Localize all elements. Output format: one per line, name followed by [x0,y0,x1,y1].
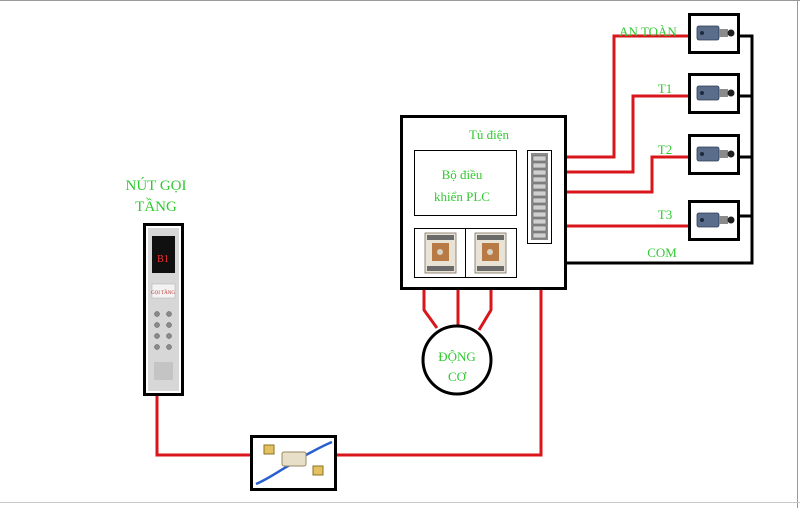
plc-label-line2: khiển PLC [434,189,490,204]
limit-switch-icon [688,200,740,241]
com-label: COM [647,245,677,260]
call-panel-label-line1: NÚT GỌI [126,177,187,194]
t2-label: T2 [658,142,672,157]
call-panel-display-text: B1 [157,254,169,265]
wire-t1 [566,94,690,174]
contactor-button [487,249,493,255]
sensor-screw [700,152,704,156]
terminal-slot [532,176,547,183]
sensor-screw [700,91,704,95]
contactor-terminals [477,235,504,240]
sensor-labels: AN TOÀN T1 T2 T3 COM [619,24,677,260]
terminal-slot [532,190,547,197]
sensor-screw [700,218,704,222]
rj45-plug-icon [263,444,275,455]
contactor-button [437,249,443,255]
contactor-terminals [477,266,504,271]
cabinet-label: Tủ điện [469,127,510,142]
wire-motor-3 [477,288,493,331]
sensor-roller [727,89,735,97]
control-cabinet: Tủ điện Bộ điều khiển PLC [400,115,567,290]
terminal-slot [532,169,547,176]
rj45-coupler [250,435,337,491]
call-button[interactable] [166,333,172,339]
call-panel-label-line2: TẦNG [135,198,177,215]
motor-label-line1: ĐỘNG [438,349,476,364]
terminal-slots [532,155,547,239]
call-panel-display [152,236,175,273]
motor: ĐỘNG CƠ [421,324,493,396]
limit-switch-icon [688,134,740,175]
wire-motor-1 [422,288,439,329]
sensor-head [719,29,728,37]
terminal-slot [532,232,547,239]
sensor-head [719,216,728,224]
sensor-roller [727,216,735,224]
call-panel-grille [154,362,173,380]
plc-label-line1: Bộ điều [442,167,483,182]
limit-switches [688,13,740,241]
t1-label: T1 [658,81,672,96]
t3-label: T3 [658,207,672,222]
contactor-icon [424,232,457,274]
terminal-slot [532,155,547,162]
sensor-roller [727,150,735,158]
sensor-head [719,89,728,97]
motor-label-line2: CƠ [448,369,467,384]
rj45-plug-icon [312,465,324,476]
call-panel-plate-text: GỌI TẦNG [151,290,175,296]
call-button[interactable] [154,333,160,339]
wire-panel-to-connector [155,393,253,457]
call-panel: NÚT GỌI TẦNG B1 GỌI TẦNG [126,177,187,396]
terminal-slot [532,218,547,225]
call-panel-buttons [154,311,172,350]
com-wires [566,34,754,265]
speaker-grille [154,362,173,380]
call-button[interactable] [166,311,172,317]
call-button[interactable] [154,344,160,350]
call-panel-label-plate [151,283,176,299]
wire-connector-to-cabinet [337,288,543,457]
terminal-slot [532,183,547,190]
call-button[interactable] [166,322,172,328]
contactor-terminals [427,235,454,240]
call-button[interactable] [166,344,172,350]
wire-t2 [566,155,690,194]
limit-switch-icon [688,13,740,54]
contactor-icon [474,232,507,274]
terminal-block-icon [527,150,552,244]
motor-circle [421,324,493,396]
sensor-head [719,150,728,158]
wire-safety [566,34,690,159]
terminal-slot [532,204,547,211]
terminal-slot [532,162,547,169]
terminal-slot [532,197,547,204]
rj45-coupler-icon [281,451,307,467]
terminal-slot [532,225,547,232]
contactor-terminals [427,266,454,271]
call-button[interactable] [154,311,160,317]
limit-switch-icon [688,73,740,114]
safety-label: AN TOÀN [619,24,677,39]
sensor-roller [727,29,735,37]
wire-com-bus [566,34,754,265]
sensor-screw [700,31,704,35]
plc-box [414,150,517,216]
terminal-slot [532,211,547,218]
call-button[interactable] [154,322,160,328]
